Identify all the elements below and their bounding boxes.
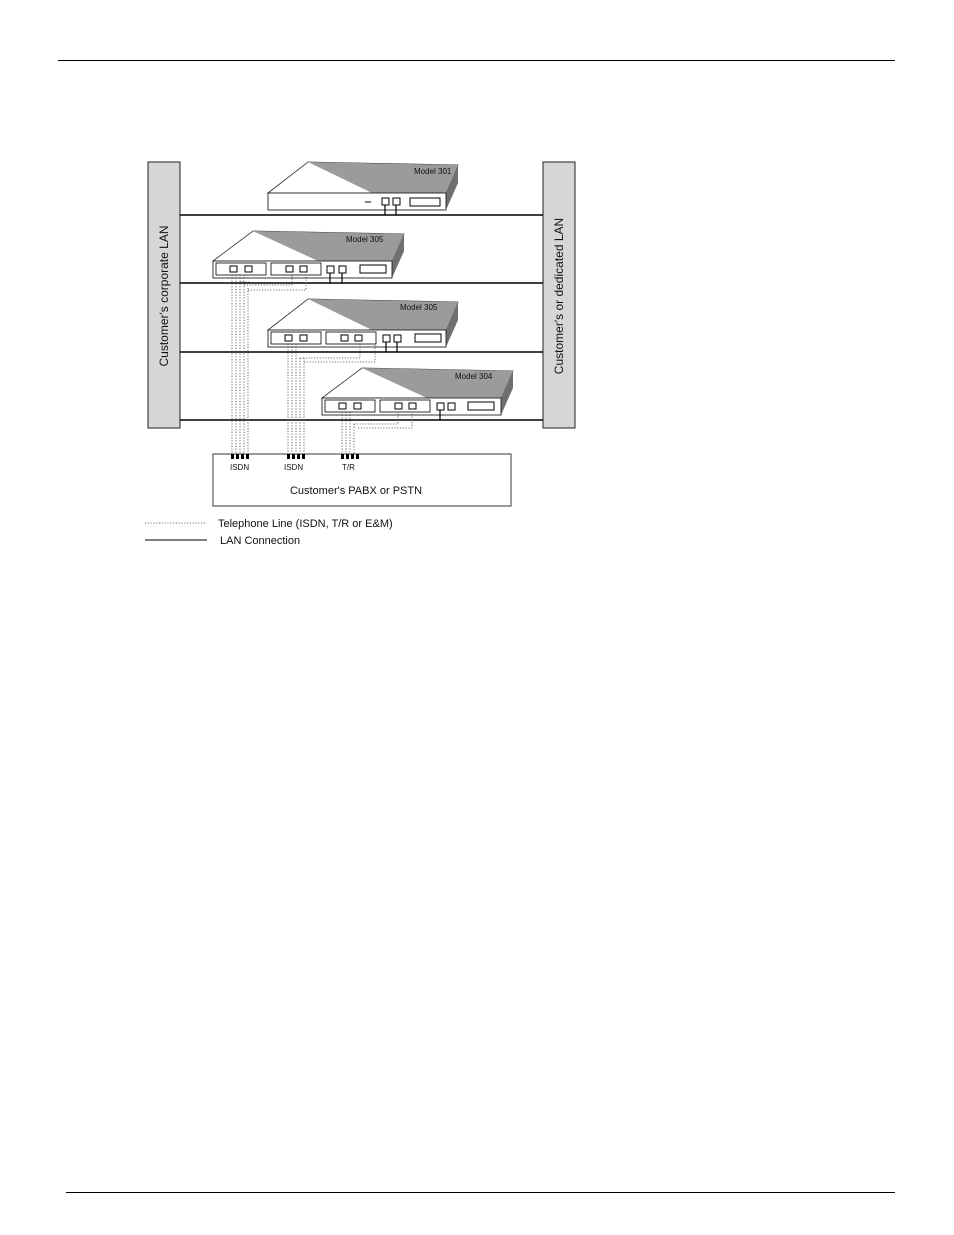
right-lan-bar: Customer's or dedicated LAN — [542, 161, 576, 429]
pabx-port-label-1: ISDN — [230, 463, 249, 472]
header-rule — [58, 60, 895, 61]
legend-telephone-label: Telephone Line (ISDN, T/R or E&M) — [218, 518, 393, 530]
device-model-304: Model 304 — [320, 367, 514, 420]
left-lan-bar: Customer's corporate LAN — [147, 161, 181, 429]
legend: Telephone Line (ISDN, T/R or E&M) LAN Co… — [145, 518, 393, 547]
model-label-3: Model 305 — [400, 303, 438, 312]
model-label-1: Model 301 — [414, 167, 452, 176]
telephone-lines — [231, 275, 413, 454]
device-model-301: Model 301 — [266, 161, 459, 215]
legend-lan-label: LAN Connection — [220, 535, 300, 547]
model-label-4: Model 304 — [455, 372, 493, 381]
pabx-port-label-3: T/R — [342, 463, 355, 472]
left-lan-label: Customer's corporate LAN — [157, 225, 171, 366]
pabx-port-label-2: ISDN — [284, 463, 303, 472]
device-model-305-b: Model 305 — [266, 298, 459, 352]
device-model-305-a: Model 305 — [211, 230, 405, 283]
pabx-box: ISDN ISDN T/R Customer's PABX or PSTN — [212, 453, 512, 507]
pabx-label: Customer's PABX or PSTN — [290, 485, 422, 497]
model-label-2: Model 305 — [346, 235, 384, 244]
right-lan-label: Customer's or dedicated LAN — [552, 218, 566, 374]
lan-lines — [180, 214, 543, 421]
footer-rule — [66, 1192, 895, 1193]
